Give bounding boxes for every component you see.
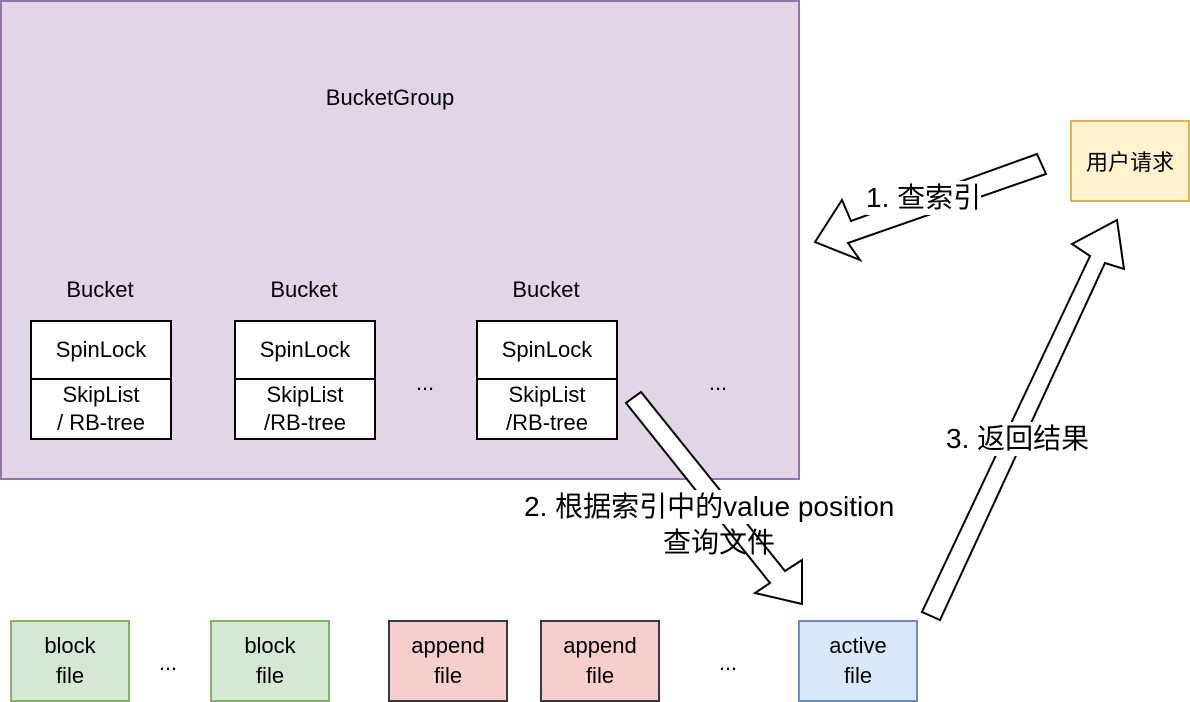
index-cell-line1: SkipList [266, 382, 344, 407]
user-request-box: 用户请求 [1070, 120, 1190, 202]
ellipsis: ... [718, 650, 738, 675]
file-line2: file [585, 663, 615, 688]
spinlock-cell: SpinLock [478, 322, 616, 380]
file-line1: block [244, 633, 296, 658]
spinlock-cell: SpinLock [32, 322, 170, 380]
index-cell-line1: SkipList [508, 382, 586, 407]
ellipsis: ... [708, 370, 728, 395]
index-cell-line2: /RB-tree [506, 410, 588, 435]
file-line1: active [829, 633, 887, 658]
file-line2: file [843, 663, 873, 688]
index-cell: SkipList /RB-tree [478, 380, 616, 438]
return-result-arrow [920, 218, 1126, 622]
step2-label-line2: 查询文件 [663, 527, 776, 558]
step3-label: 3. 返回结果 [946, 422, 1090, 456]
block-file: block file [210, 620, 330, 702]
block-file: block file [10, 620, 130, 702]
step1-label: 1. 查索引 [866, 181, 982, 215]
step2-label-line1: 2. 根据索引中的value position [524, 490, 895, 524]
index-cell: SkipList /RB-tree [236, 380, 374, 438]
file-line1: block [44, 633, 96, 658]
append-file: append file [388, 620, 508, 702]
file-line2: file [255, 663, 285, 688]
index-cell-line2: / RB-tree [56, 410, 146, 435]
bucket-title: Bucket [270, 277, 338, 302]
ellipsis: ... [415, 370, 435, 395]
bucket-group-title: BucketGroup [325, 85, 455, 110]
append-file: append file [540, 620, 660, 702]
bucket-title: Bucket [512, 277, 580, 302]
file-line1: append [563, 633, 637, 658]
active-file: active file [798, 620, 918, 702]
index-cell-line2: /RB-tree [264, 410, 346, 435]
index-cell: SkipList / RB-tree [32, 380, 170, 438]
bucket-box: SpinLock SkipList /RB-tree [234, 320, 376, 440]
ellipsis: ... [158, 650, 178, 675]
file-line2: file [433, 663, 463, 688]
bucket-title: Bucket [66, 277, 134, 302]
bucket-box: SpinLock SkipList /RB-tree [476, 320, 618, 440]
index-cell-line1: SkipList [62, 382, 140, 407]
file-line1: append [411, 633, 485, 658]
spinlock-cell: SpinLock [236, 322, 374, 380]
bucket-box: SpinLock SkipList / RB-tree [30, 320, 172, 440]
file-line2: file [55, 663, 85, 688]
